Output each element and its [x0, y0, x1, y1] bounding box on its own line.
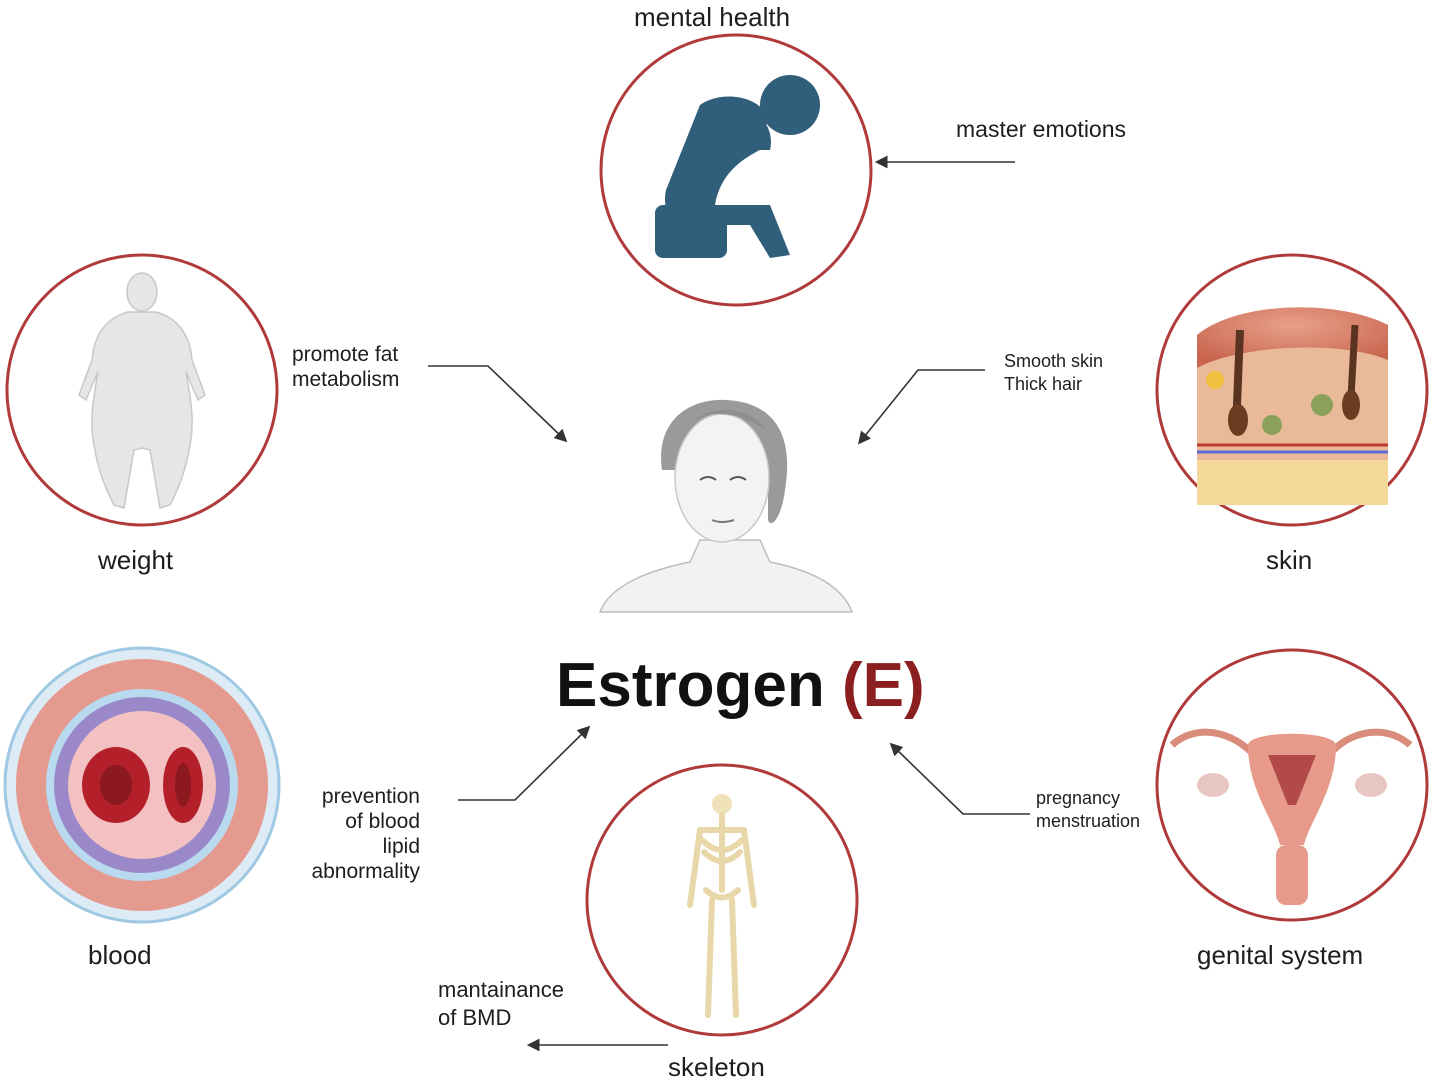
- arrow-pregnancy: [889, 742, 1030, 815]
- body-silhouette-icon: [78, 272, 206, 509]
- estrogen-title-symbol: (E): [841, 651, 925, 720]
- red-blood-cell-icon: [82, 747, 203, 823]
- master-emotions-note: master emotions: [956, 116, 1127, 142]
- distressed-person-icon: [655, 75, 820, 258]
- blood-node: [3, 646, 281, 924]
- arrow-fat-metabolism: [428, 365, 568, 443]
- genital-system-node: [1155, 648, 1429, 922]
- weight-caption: weight: [98, 545, 174, 575]
- skin-layers-icon: [1197, 307, 1388, 505]
- genital-note-line-2: menstruation: [1036, 811, 1141, 831]
- skin-note-line-2: Thick hair: [1004, 374, 1083, 394]
- genital-system-caption: genital system: [1197, 940, 1364, 970]
- weight-note: promote fat metabolism: [292, 342, 399, 392]
- arrow-blood-lipid: [458, 725, 591, 801]
- skeleton-note-line-2: of BMD: [438, 1005, 512, 1030]
- skin-node: [1155, 253, 1429, 527]
- skeleton-caption: skeleton: [668, 1052, 765, 1082]
- genital-note: pregnancy menstruation: [1036, 787, 1140, 833]
- mental-health-ring: [599, 33, 873, 307]
- skeleton-node: [585, 763, 859, 1037]
- estrogen-title: Estrogen (E): [556, 650, 925, 721]
- skeleton-note: mantainance of BMD: [438, 976, 564, 1032]
- arrow-skin: [857, 369, 985, 445]
- blood-note-line-1: prevention: [321, 785, 420, 808]
- woman-portrait-icon: [598, 399, 854, 613]
- mental-health-node: [599, 33, 873, 307]
- uterus-icon: [1169, 728, 1413, 905]
- weight-note-line-2: metabolism: [292, 368, 400, 391]
- blood-caption: blood: [88, 940, 152, 970]
- skin-note: Smooth skin Thick hair: [1004, 350, 1103, 396]
- blood-note-line-3: lipid: [382, 835, 420, 858]
- skin-note-line-1: Smooth skin: [1004, 351, 1104, 371]
- skin-caption: skin: [1266, 545, 1313, 575]
- estrogen-title-word: Estrogen: [556, 651, 825, 720]
- genital-note-line-1: pregnancy: [1036, 788, 1121, 808]
- skeleton-note-line-1: mantainance: [438, 977, 564, 1002]
- blood-note-line-4: abnormality: [311, 860, 420, 883]
- blood-note: prevention of blood lipid abnormality: [296, 784, 420, 884]
- skeleton-icon: [687, 794, 757, 1018]
- mental-health-caption: mental health: [634, 2, 791, 32]
- weight-node: [5, 253, 279, 527]
- weight-note-line-1: promote fat: [292, 343, 399, 366]
- blood-note-line-2: of blood: [345, 810, 420, 833]
